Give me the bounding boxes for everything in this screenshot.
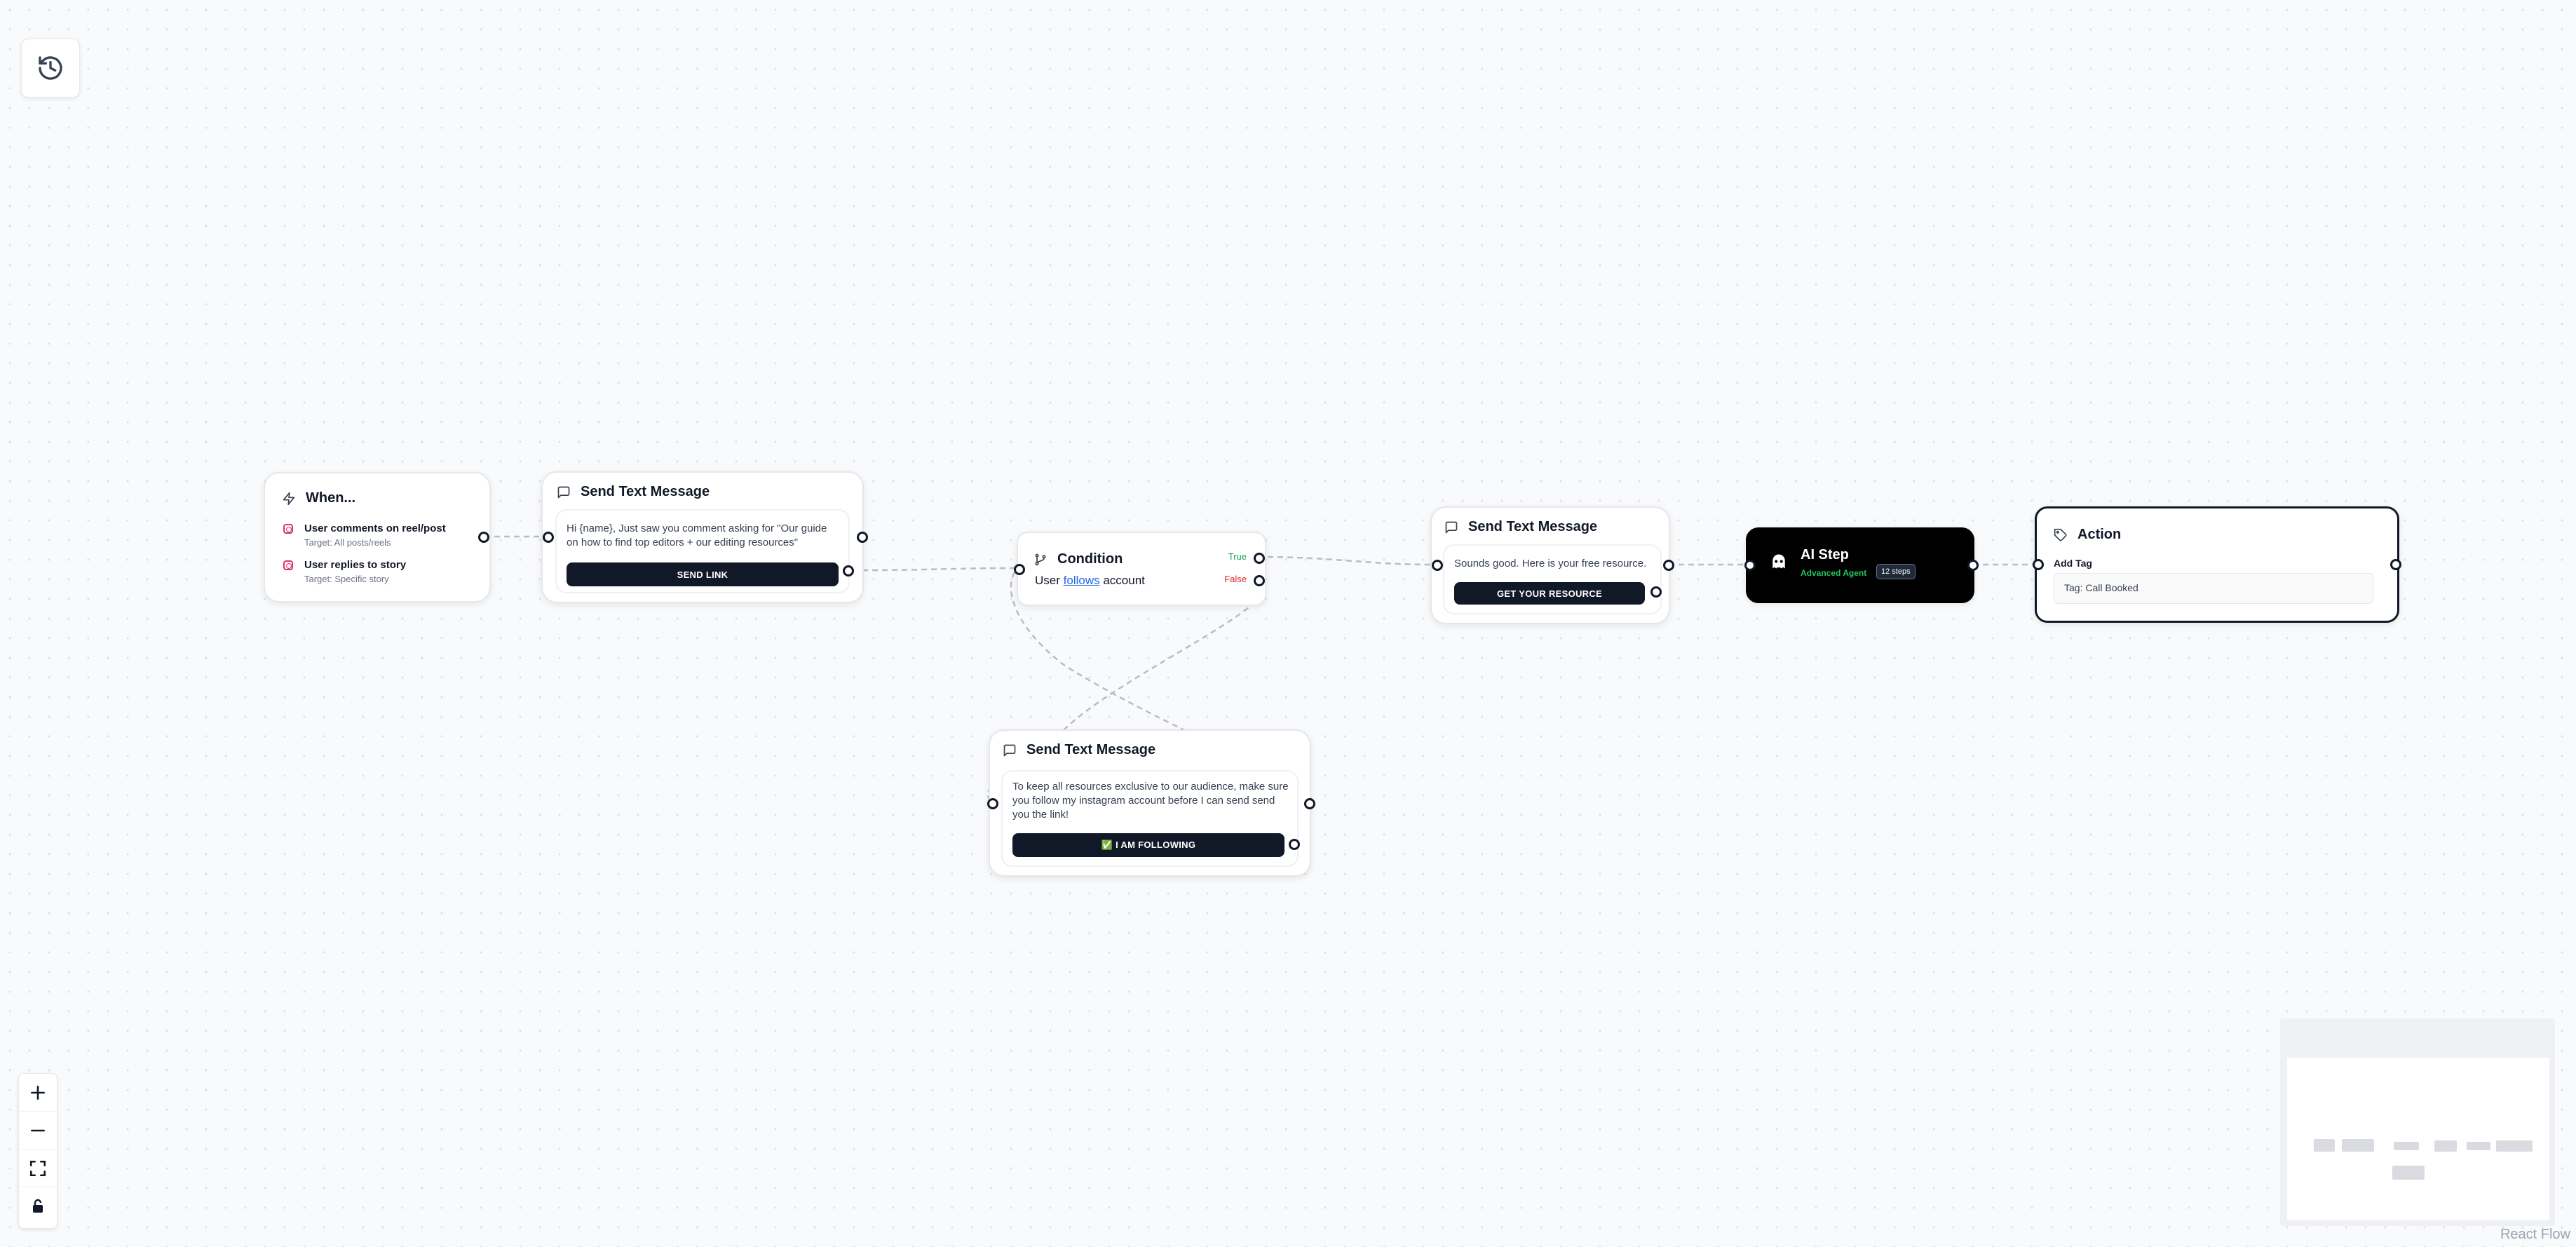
steps-badge: 12 steps [1876, 564, 1916, 579]
edge-send1-to-condition [862, 567, 1019, 572]
message-bubble: Hi {name}, Just saw you comment asking f… [555, 509, 850, 593]
trigger-item[interactable]: User comments on reel/post Target: All p… [283, 523, 480, 548]
action-label: Add Tag [2054, 558, 2092, 569]
target-handle[interactable] [1014, 564, 1025, 575]
condition-text: User follows account [1035, 574, 1145, 588]
minimap-viewport [2287, 1058, 2549, 1220]
instagram-icon [283, 560, 293, 570]
condition-link[interactable]: follows [1063, 574, 1100, 587]
source-handle[interactable] [478, 532, 489, 543]
minimap-node [2394, 1142, 2419, 1150]
minimap[interactable] [2280, 1018, 2555, 1226]
git-branch-icon [1035, 553, 1046, 565]
source-handle[interactable] [1663, 560, 1674, 571]
button-source-handle[interactable] [1650, 586, 1662, 598]
condition-node[interactable]: Condition User follows account True Fals… [1014, 532, 1266, 606]
message-text: Sounds good. Here is your free resource. [1454, 558, 1647, 569]
trigger-title: When... [306, 490, 356, 506]
send-text-title: Send Text Message [1468, 519, 1598, 534]
ai-step-title: AI Step [1801, 547, 1849, 562]
minimap-node [2496, 1140, 2533, 1152]
message-text: Hi {name}, Just saw you comment asking f… [567, 523, 827, 548]
trigger-item-label: User comments on reel/post [304, 523, 446, 534]
flow-controls [18, 1073, 57, 1229]
target-handle[interactable] [1432, 560, 1443, 571]
message-square-icon [1003, 744, 1016, 756]
send-text-node-3[interactable]: Send Text Message To keep all resources … [987, 729, 1315, 877]
message-square-icon [1445, 521, 1458, 533]
lock-button[interactable] [19, 1187, 57, 1225]
send-text-title: Send Text Message [581, 484, 710, 499]
trigger-item-label: User replies to story [304, 559, 407, 571]
false-label: False [1224, 574, 1247, 584]
button-source-handle[interactable] [1289, 839, 1300, 850]
minimap-node [2434, 1140, 2457, 1152]
source-handle[interactable] [2390, 559, 2401, 570]
tag-field[interactable]: Tag: Call Booked [2054, 573, 2373, 604]
trigger-node[interactable]: When... User comments on reel/post Targe… [264, 472, 491, 602]
minimap-node [2342, 1139, 2374, 1152]
history-icon [39, 56, 62, 80]
trigger-item-target: Target: All posts/reels [304, 537, 391, 548]
condition-title: Condition [1057, 551, 1123, 567]
minimap-node [2314, 1139, 2335, 1152]
bot-icon [1772, 554, 1785, 569]
target-handle[interactable] [1744, 560, 1756, 571]
lock-icon [33, 1199, 43, 1213]
button-source-handle[interactable] [843, 565, 854, 577]
target-handle[interactable] [543, 532, 554, 543]
history-button[interactable] [21, 39, 80, 97]
ai-step-node[interactable]: AI Step Advanced Agent 12 steps [1744, 527, 1979, 603]
false-handle[interactable] [1254, 575, 1265, 586]
trigger-item[interactable]: User replies to story Target: Specific s… [283, 559, 480, 584]
message-bubble: Sounds good. Here is your free resource.… [1443, 544, 1662, 614]
target-handle[interactable] [2033, 559, 2044, 570]
fit-view-button[interactable] [19, 1150, 57, 1187]
send-text-node-2[interactable]: Send Text Message Sounds good. Here is y… [1430, 506, 1674, 624]
react-flow-attribution[interactable]: React Flow [2500, 1227, 2570, 1242]
minus-icon [31, 1129, 45, 1131]
send-text-node-1[interactable]: Send Text Message Hi {name}, Just saw yo… [541, 471, 868, 603]
action-node[interactable]: Action Add Tag Tag: Call Booked [2033, 506, 2401, 623]
source-handle[interactable] [1304, 798, 1315, 809]
trigger-item-target: Target: Specific story [304, 574, 389, 584]
plus-icon [31, 1085, 45, 1100]
message-text: To keep all resources exclusive to our a… [1012, 781, 1289, 821]
source-handle[interactable] [1967, 560, 1979, 571]
get-resource-button[interactable]: GET YOUR RESOURCE [1454, 582, 1645, 605]
send-text-title: Send Text Message [1026, 742, 1156, 757]
condition-text-before: User [1035, 574, 1060, 587]
fit-view-icon [29, 1160, 46, 1176]
instagram-icon [283, 524, 293, 534]
target-handle[interactable] [987, 798, 998, 809]
zap-icon [283, 492, 295, 505]
source-handle[interactable] [857, 532, 868, 543]
message-square-icon [557, 486, 570, 498]
edge-true-to-send2 [1257, 555, 1434, 566]
minimap-node [2392, 1166, 2425, 1180]
tag-icon [2054, 528, 2067, 541]
true-handle[interactable] [1254, 553, 1265, 564]
i-am-following-button[interactable]: ✅ I AM FOLLOWING [1012, 833, 1284, 857]
true-label: True [1228, 551, 1247, 562]
zoom-in-button[interactable] [19, 1074, 57, 1112]
zoom-out-button[interactable] [19, 1112, 57, 1150]
send-link-button[interactable]: SEND LINK [567, 562, 839, 586]
minimap-node [2467, 1142, 2490, 1150]
ai-step-subtitle: Advanced Agent [1801, 568, 1867, 578]
condition-text-after: account [1103, 574, 1145, 587]
message-bubble: To keep all resources exclusive to our a… [1001, 770, 1299, 867]
action-title: Action [2077, 527, 2122, 542]
